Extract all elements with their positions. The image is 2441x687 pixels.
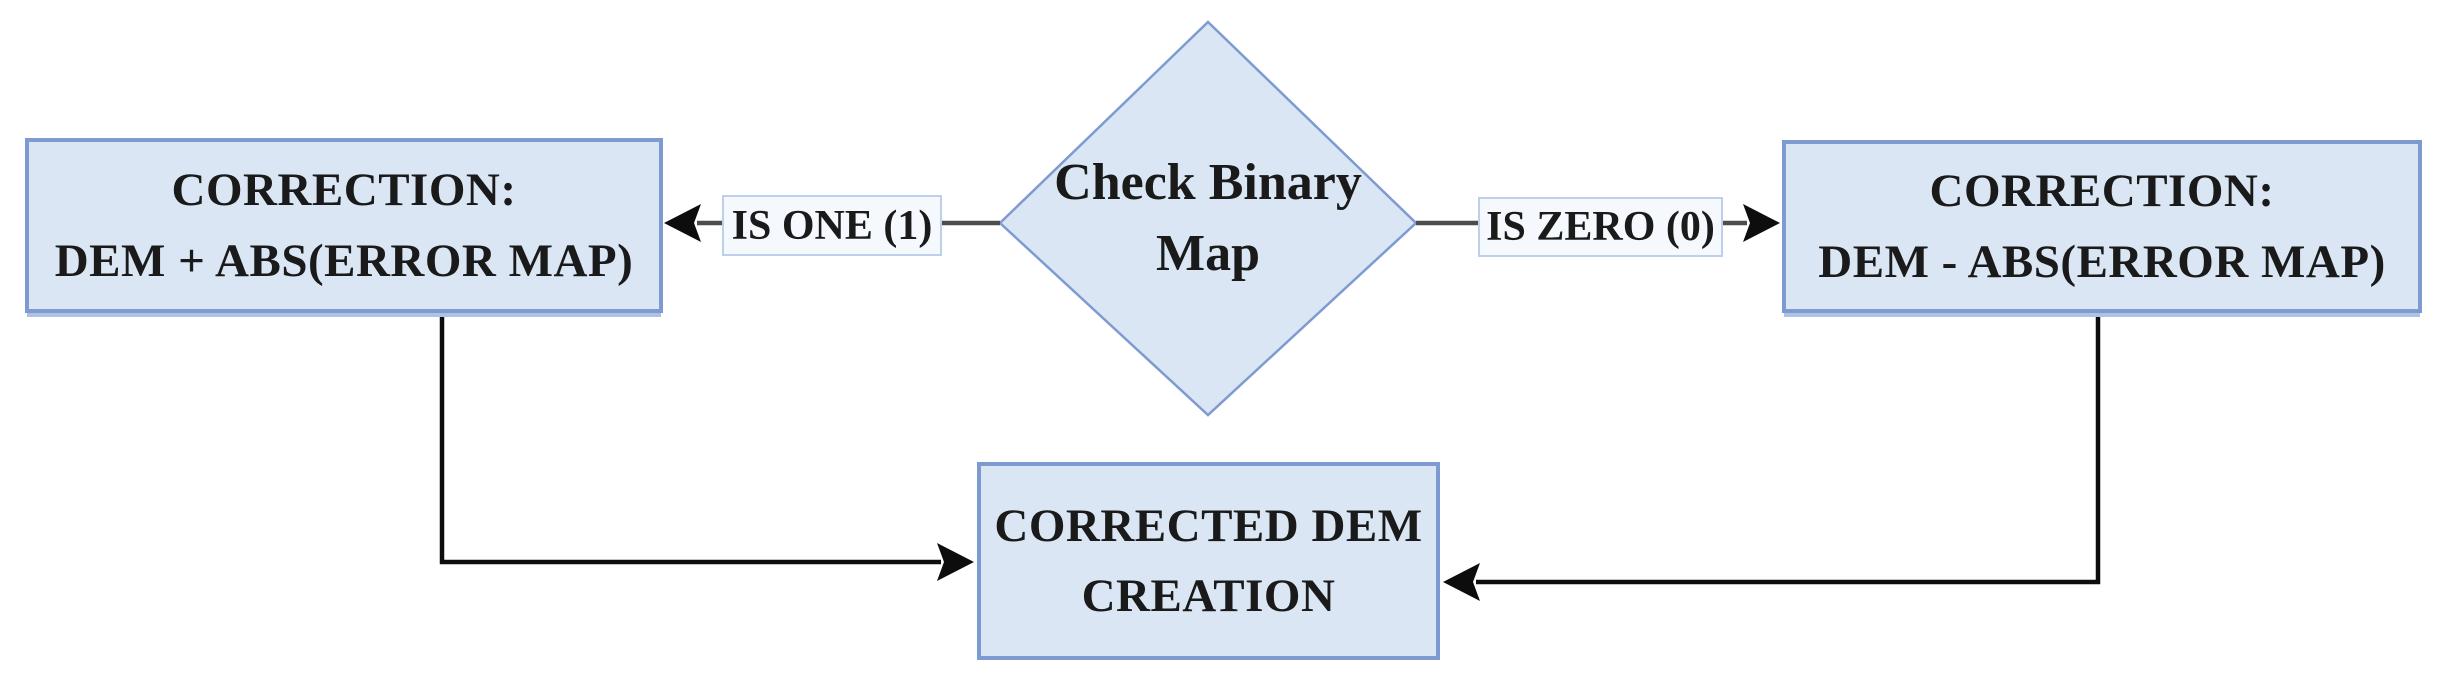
correction-subtract-line2: DEM - ABS(ERROR MAP) [1818, 235, 2386, 288]
corrected-dem-line1: CORRECTED DEM [994, 499, 1423, 552]
edge-label-is-one-text: IS ONE (1) [731, 202, 933, 249]
node-correction-add: CORRECTION: DEM + ABS(ERROR MAP) [25, 138, 663, 313]
correction-add-line2: DEM + ABS(ERROR MAP) [54, 234, 634, 287]
edge-label-is-one: IS ONE (1) [722, 195, 942, 256]
node-correction-subtract: CORRECTION: DEM - ABS(ERROR MAP) [1782, 140, 2422, 313]
edge-label-is-zero: IS ZERO (0) [1478, 197, 1723, 257]
decision-diamond-shape [998, 20, 1418, 417]
edge-label-is-zero-text: IS ZERO (0) [1486, 204, 1715, 250]
arrowhead-right-icon [1743, 204, 1780, 242]
node-decision: Check Binary Map [1000, 22, 1416, 415]
arrowhead-output-left-icon [937, 543, 974, 581]
edge-right-to-output [1476, 315, 2101, 585]
arrowhead-left-icon [664, 204, 701, 242]
edge-left-to-output [439, 315, 941, 565]
correction-subtract-line1: CORRECTION: [1929, 165, 2275, 217]
node-corrected-dem: CORRECTED DEM CREATION [977, 462, 1440, 660]
arrowhead-output-right-icon [1443, 563, 1480, 601]
decision-text-line2: Map [1156, 224, 1260, 282]
decision-text-line1: Check Binary [1054, 154, 1362, 212]
corrected-dem-line2: CREATION [1081, 570, 1336, 622]
correction-add-line1: CORRECTION: [171, 164, 517, 216]
